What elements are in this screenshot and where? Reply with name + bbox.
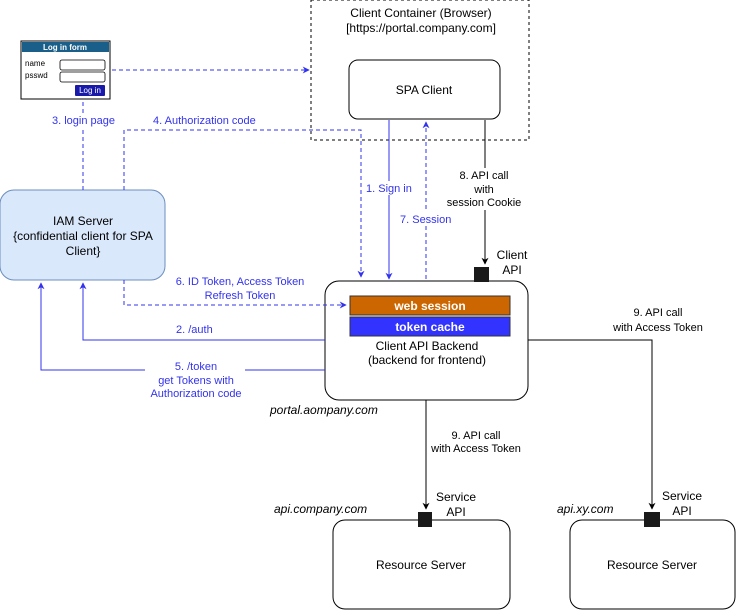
login-form: Log in form name psswd Log in (20, 40, 111, 100)
web-session-bar (349, 295, 511, 316)
login-form-header (22, 42, 109, 52)
edge-authorization-code (123, 129, 365, 278)
resource-server-right-label: Resource Server (607, 558, 697, 572)
resource-server-left-domain: api.company.com (274, 502, 367, 516)
label-api-call-cookie-1: 8. API call (460, 170, 509, 182)
edge-id-token (123, 280, 347, 309)
label-sign-in: 1. Sign in (366, 183, 412, 195)
service-api-right-line2: API (672, 504, 691, 518)
resource-server-right-domain: api.xy.com (557, 502, 613, 516)
label-api-call-down-2: with Access Token (430, 443, 521, 455)
login-button-label: Log in (79, 86, 101, 95)
label-api-call-cookie-3: session Cookie (447, 197, 522, 209)
label-id-token-2: Refresh Token (205, 290, 276, 302)
label-token-1: 5. /token (175, 361, 217, 373)
edge-api-call-right (528, 339, 656, 510)
label-auth: 2. /auth (176, 324, 213, 336)
label-token-3: Authorization code (150, 388, 241, 400)
name-label: name (25, 59, 46, 68)
client-api-line1: Client (497, 248, 528, 262)
edge-auth (79, 282, 325, 341)
label-api-call-cookie-2: with (473, 184, 494, 196)
label-id-token-1: 6. ID Token, Access Token (176, 276, 305, 288)
label-session: 7. Session (400, 214, 451, 226)
client-api-port (474, 267, 489, 282)
iam-server-line3: Client} (66, 244, 101, 258)
iam-server-line2: {confidential client for SPA (13, 229, 153, 243)
client-container (310, 0, 530, 141)
password-field[interactable] (59, 71, 106, 83)
label-authorization-code: 4. Authorization code (153, 115, 256, 127)
container-title: Client Container (Browser) (350, 6, 491, 20)
client-api-line2: API (502, 263, 521, 277)
label-api-call-right-1: 9. API call (634, 307, 683, 319)
service-api-left-line1: Service (436, 490, 476, 504)
password-label: psswd (25, 71, 48, 80)
web-session-label: web session (393, 299, 465, 313)
login-button[interactable] (75, 85, 105, 96)
spa-client-box (348, 59, 501, 120)
login-form-title: Log in form (43, 43, 87, 52)
label-token-2: get Tokens with (158, 375, 234, 387)
service-api-left-port (418, 512, 432, 527)
iam-server-line1: IAM Server (53, 214, 113, 228)
label-api-call-right-2: with Access Token (612, 322, 703, 334)
name-field[interactable] (59, 59, 106, 71)
label-api-call-down-1: 9. API call (452, 430, 501, 442)
service-api-right-port (644, 512, 660, 527)
token-cache-label: token cache (395, 320, 465, 334)
backend-line1: Client API Backend (376, 339, 479, 353)
token-cache-bar (349, 316, 511, 337)
service-api-right-line1: Service (662, 489, 702, 503)
service-api-left-line2: API (446, 505, 465, 519)
backend-domain: portal.aompany.com (269, 403, 378, 417)
container-url: [https://portal.company.com] (346, 21, 496, 35)
label-login-page: 3. login page (52, 115, 115, 127)
spa-client-label: SPA Client (396, 83, 453, 97)
resource-server-left-label: Resource Server (376, 558, 466, 572)
backend-line2: (backend for frontend) (368, 353, 486, 367)
